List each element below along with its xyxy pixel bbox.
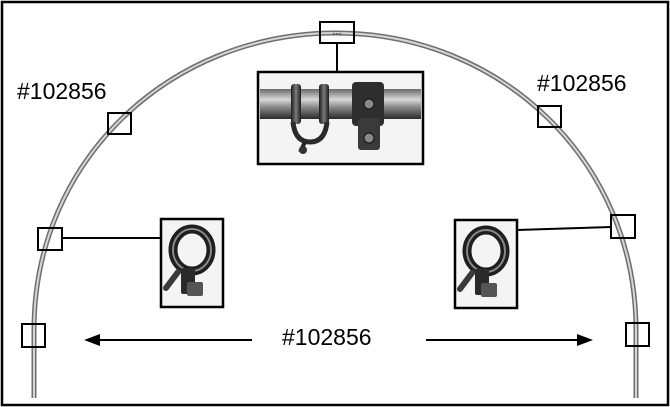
- hoop-arch: [31, 30, 639, 398]
- span-arrow-left: [84, 334, 252, 346]
- marker-upper-left: [107, 112, 132, 135]
- hose-clamp-icon: [453, 218, 519, 310]
- marker-bottom-right: [625, 322, 650, 347]
- part-number-label-right: #102856: [537, 70, 627, 96]
- marker-upper-right: [537, 105, 562, 128]
- marker-bottom-left: [21, 323, 46, 348]
- span-arrow-right: [426, 334, 593, 346]
- part-number-label-left: #102856: [17, 78, 107, 104]
- svg-text:▪▪▪: ▪▪▪: [332, 29, 342, 39]
- part-number-label-bottom: #102856: [278, 326, 376, 349]
- tube-connector-icon: [256, 70, 425, 166]
- leader-right: [516, 226, 612, 231]
- hose-clamp-icon: [159, 217, 225, 309]
- marker-mid-right: [610, 214, 636, 239]
